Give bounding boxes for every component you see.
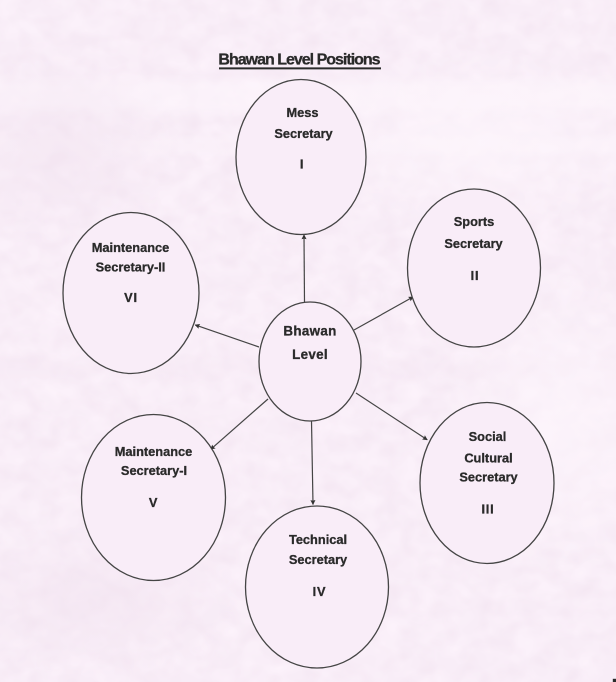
svg-text:Secretary: Secretary [274,126,333,141]
svg-text:Sports: Sports [454,214,495,229]
svg-text:III: III [481,502,494,517]
svg-text:Social: Social [469,429,507,444]
svg-text:Maintenance: Maintenance [115,444,193,459]
svg-text:VI: VI [124,290,138,305]
svg-text:V: V [149,495,158,510]
svg-text:Secretary-I: Secretary-I [121,463,187,478]
svg-text:IV: IV [313,584,327,599]
svg-text:Cultural: Cultural [464,451,512,466]
svg-text:Secretary: Secretary [289,552,348,567]
svg-text:Maintenance: Maintenance [92,240,170,255]
svg-text:Bhawan: Bhawan [283,324,336,339]
svg-text:Secretary: Secretary [444,236,503,251]
svg-text:I: I [300,157,304,172]
svg-text:Technical: Technical [289,532,347,547]
svg-text:Secretary: Secretary [459,470,518,485]
svg-text:II: II [471,268,480,283]
svg-text:Secretary-II: Secretary-II [96,260,166,275]
svg-text:Bhawan Level Positions: Bhawan Level Positions [218,52,380,69]
svg-text:Mess: Mess [286,105,318,120]
svg-text:Level: Level [292,347,328,362]
